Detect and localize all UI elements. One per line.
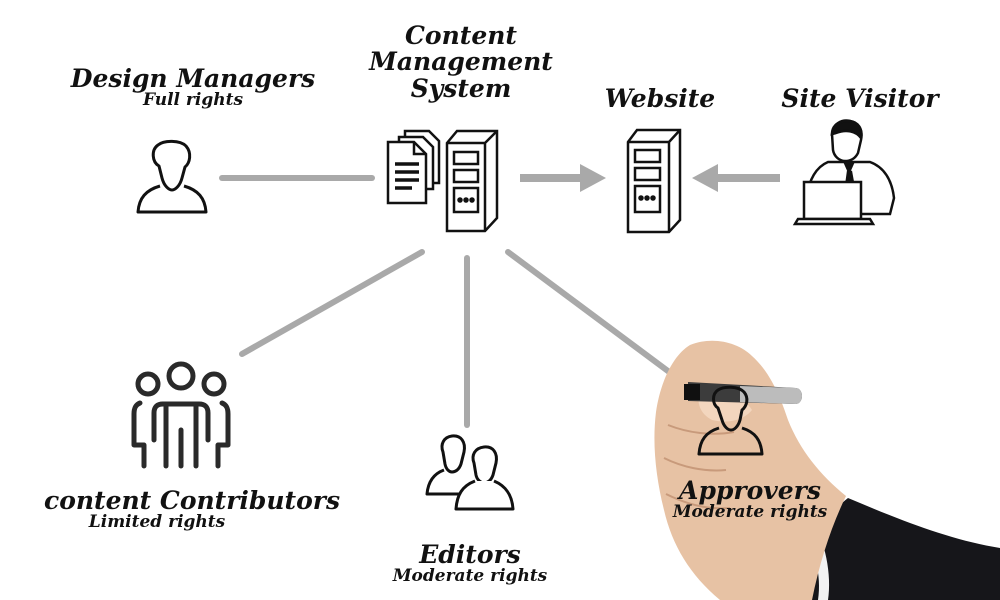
content-contributors-label: content Contributors Limited rights [22, 486, 362, 532]
editors-rights: Moderate rights [392, 566, 548, 587]
website-server-icon [626, 128, 682, 234]
approvers-rights: Moderate rights [672, 502, 828, 523]
cms-title-line: Content [405, 21, 517, 50]
connectors [219, 175, 683, 428]
server-icon [445, 129, 499, 233]
content-contributors-rights: Limited rights [88, 512, 226, 533]
editors-title: Editors [419, 540, 521, 569]
design-managers-rights: Full rights [142, 90, 244, 111]
approvers-person-icon [697, 385, 764, 456]
cms-title-line: System [410, 73, 512, 103]
editors-label: Editors Moderate rights [370, 540, 570, 587]
cms-title: Content Management System [361, 21, 561, 103]
connector-cms-content-contributors [239, 249, 425, 357]
design-managers-label: Design Managers Full rights [58, 64, 328, 111]
person-icon [136, 139, 208, 214]
design-managers-title: Design Managers [70, 64, 316, 93]
site-visitor-title: Site Visitor [781, 84, 939, 113]
arrow-visitor-to-website [692, 164, 780, 192]
website-title: Website [604, 84, 716, 113]
documents-icon [386, 129, 441, 205]
cms-title-line: Management [369, 47, 553, 77]
two-people-icon [425, 434, 515, 511]
approvers-label: Approvers Moderate rights [652, 476, 848, 523]
connector-cms-approvers [505, 249, 683, 383]
hand-with-marker-icon [654, 340, 1000, 600]
group-icon [131, 361, 231, 469]
arrow-cms-to-website [520, 164, 606, 192]
person-with-laptop-icon [792, 119, 896, 226]
approvers-title: Approvers [679, 476, 821, 505]
content-contributors-title: content Contributors [43, 486, 341, 515]
